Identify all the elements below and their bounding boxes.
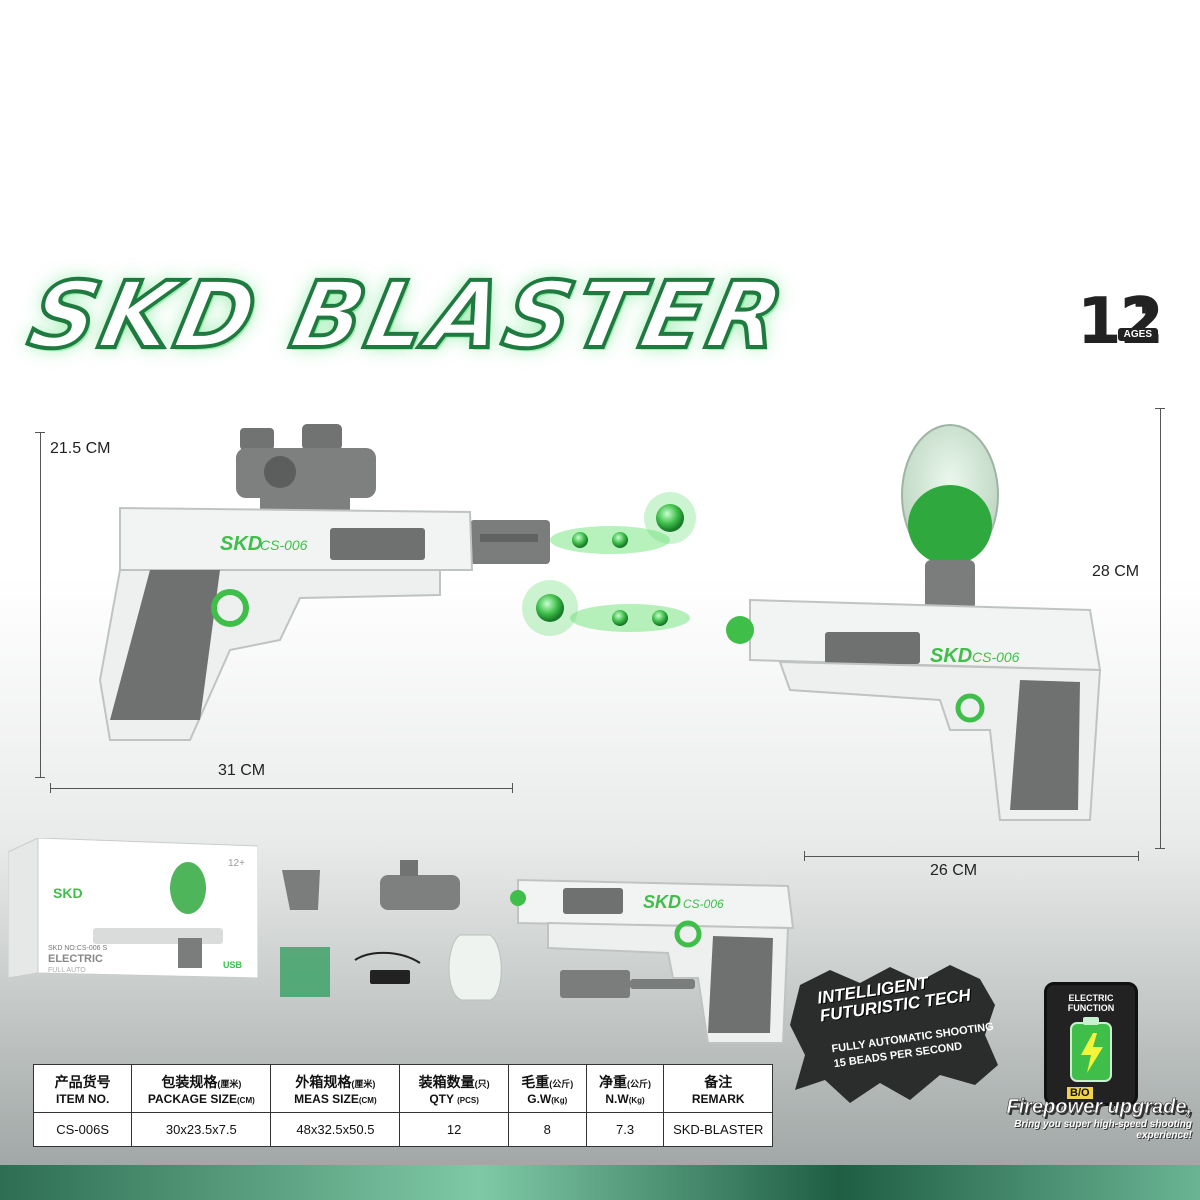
left-height-label: 21.5 CM xyxy=(50,440,111,457)
left-gun-brand: SKD xyxy=(220,533,262,555)
right-gun-model: CS-006 xyxy=(972,649,1020,665)
box-model-line: SKD NO:CS-006 S xyxy=(48,945,107,952)
right-width-label: 26 CM xyxy=(930,862,978,879)
left-blaster-image: SKD CS-006 xyxy=(98,424,550,741)
age-badge: 12 + AGES xyxy=(1032,286,1164,360)
cell-qty: 12 xyxy=(399,1112,509,1147)
right-height-label: 28 CM xyxy=(1092,563,1140,580)
cell-gross-weight: 8 xyxy=(507,1112,587,1147)
right-blaster-image: SKD CS-006 xyxy=(726,424,1102,821)
age-label: AGES xyxy=(1117,328,1158,341)
header-item-no: 产品货号 ITEM NO. xyxy=(32,1064,133,1113)
battery-icon xyxy=(1070,1017,1112,1082)
gel-bead-splash xyxy=(522,492,696,636)
cell-net-weight: 7.3 xyxy=(585,1112,665,1147)
header-meas-size: 外箱规格(厘米) MEAS SIZE(CM) xyxy=(270,1064,401,1113)
firepower-title: Firepower upgrade, xyxy=(1006,1096,1192,1119)
box-age: 12+ xyxy=(228,858,245,869)
right-gun-brand: SKD xyxy=(930,645,972,667)
age-plus: + xyxy=(1134,286,1154,324)
left-width-label: 31 CM xyxy=(218,762,266,779)
electric-function-label: ELECTRIC FUNCTION xyxy=(1067,993,1115,1013)
accessories-image xyxy=(280,860,502,1001)
age-number: 12 xyxy=(1076,285,1164,359)
center-gun-model: CS-006 xyxy=(683,897,724,911)
box-full-auto: FULL AUTO xyxy=(48,967,86,974)
header-gross-weight: 毛重(公斤) G.W(Kg) xyxy=(507,1064,587,1113)
spec-header-row: 产品货号 ITEM NO. 包装规格(厘米) PACKAGE SIZE(CM) … xyxy=(32,1064,773,1113)
feature-badge: INTELLIGENT FUTURISTIC TECH FULLY AUTOMA… xyxy=(790,965,1000,1105)
switch-label: B/O xyxy=(1067,1087,1093,1099)
box-electric: ELECTRIC xyxy=(48,953,103,965)
spec-table: 产品货号 ITEM NO. 包装规格(厘米) PACKAGE SIZE(CM) … xyxy=(32,1064,773,1147)
cell-item-no: CS-006S xyxy=(32,1112,133,1147)
firepower-text: Firepower upgrade, Bring you super high-… xyxy=(972,1096,1192,1141)
bottom-band xyxy=(0,1165,1200,1200)
box-usb: USB xyxy=(223,960,243,970)
cell-meas-size: 48x32.5x50.5 xyxy=(270,1112,401,1147)
electric-function-panel: ELECTRIC FUNCTION B/O xyxy=(1044,982,1138,1106)
right-height-line xyxy=(1155,408,1165,849)
header-package-size: 包装规格(厘米) PACKAGE SIZE(CM) xyxy=(131,1064,272,1113)
package-box-image: SKD 12+ SKD NO:CS-006 S ELECTRIC FULL AU… xyxy=(8,838,258,978)
center-gun-brand: SKD xyxy=(643,892,681,912)
table-row: CS-006S 30x23.5x7.5 48x32.5x50.5 12 8 7.… xyxy=(32,1112,773,1147)
cell-package-size: 30x23.5x7.5 xyxy=(131,1112,272,1147)
header-qty: 装箱数量(只) QTY (PCS) xyxy=(399,1064,509,1113)
product-title: SKD BLASTER xyxy=(19,260,798,371)
firepower-subtitle: Bring you super high-speed shooting expe… xyxy=(1014,1119,1192,1141)
left-width-line xyxy=(50,783,513,793)
barrel-extension-image xyxy=(560,970,695,998)
header-remark: 备注 REMARK xyxy=(663,1064,773,1113)
left-gun-model: CS-006 xyxy=(260,537,308,553)
right-width-line xyxy=(804,851,1139,861)
cell-remark: SKD-BLASTER xyxy=(663,1112,773,1147)
header-net-weight: 净重(公斤) N.W(Kg) xyxy=(585,1064,665,1113)
center-blaster-image: SKD CS-006 xyxy=(510,878,795,1044)
left-height-line xyxy=(35,432,45,778)
box-brand: SKD xyxy=(53,885,83,901)
